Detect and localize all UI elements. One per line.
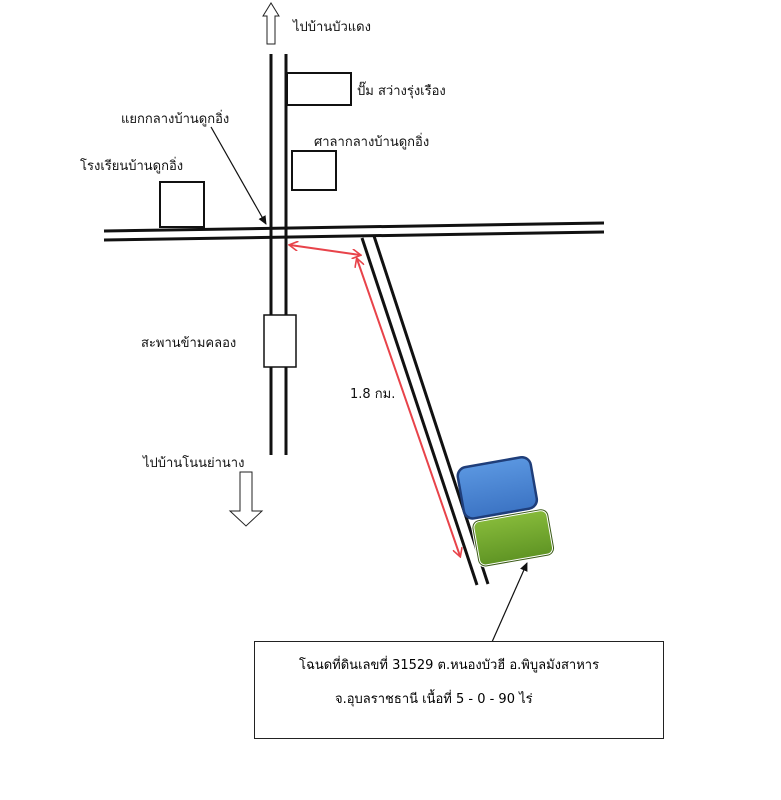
up-arrow-icon bbox=[262, 2, 280, 45]
junction-pointer bbox=[210, 126, 267, 225]
east-west-road bbox=[103, 221, 605, 242]
land-plots bbox=[456, 455, 556, 568]
land-plot-blue bbox=[456, 455, 539, 520]
north-south-road bbox=[269, 54, 288, 455]
deed-line-1: โฉนดที่ดินเลขที่ 31529 ต.หนองบัวฮี อ.พิบ… bbox=[299, 658, 600, 673]
label-village-hall: ศาลากลางบ้านดูกอิ่ง bbox=[314, 135, 430, 150]
label-gas-station: ปั๊ม สว่างรุ่งเรือง bbox=[357, 84, 446, 99]
label-to-bua-daeng: ไปบ้านบัวแดง bbox=[293, 20, 371, 35]
label-to-non-ya-nang: ไปบ้านโนนย่านาง bbox=[143, 456, 245, 471]
deed-line-2: จ.อุบลราชธานี เนื้อที่ 5 - 0 - 90 ไร่ bbox=[335, 692, 533, 707]
gas-station-box bbox=[286, 72, 352, 106]
label-school: โรงเรียนบ้านดูกอิ่ง bbox=[80, 159, 184, 174]
down-arrow-icon bbox=[228, 471, 264, 527]
distance-arrow-horizontal bbox=[290, 245, 360, 255]
deed-info-box: โฉนดที่ดินเลขที่ 31529 ต.หนองบัวฮี อ.พิบ… bbox=[254, 641, 664, 739]
label-junction: แยกกลางบ้านดูกอิ่ง bbox=[121, 112, 230, 127]
deed-pointer bbox=[491, 562, 528, 643]
label-bridge: สะพานข้ามคลอง bbox=[141, 336, 237, 351]
school-box bbox=[159, 181, 205, 228]
distance-arrow-diagonal bbox=[357, 259, 460, 556]
village-hall-box bbox=[291, 150, 337, 191]
label-distance: 1.8 กม. bbox=[350, 387, 396, 402]
branch-road bbox=[360, 235, 490, 586]
bridge-box bbox=[263, 314, 297, 368]
